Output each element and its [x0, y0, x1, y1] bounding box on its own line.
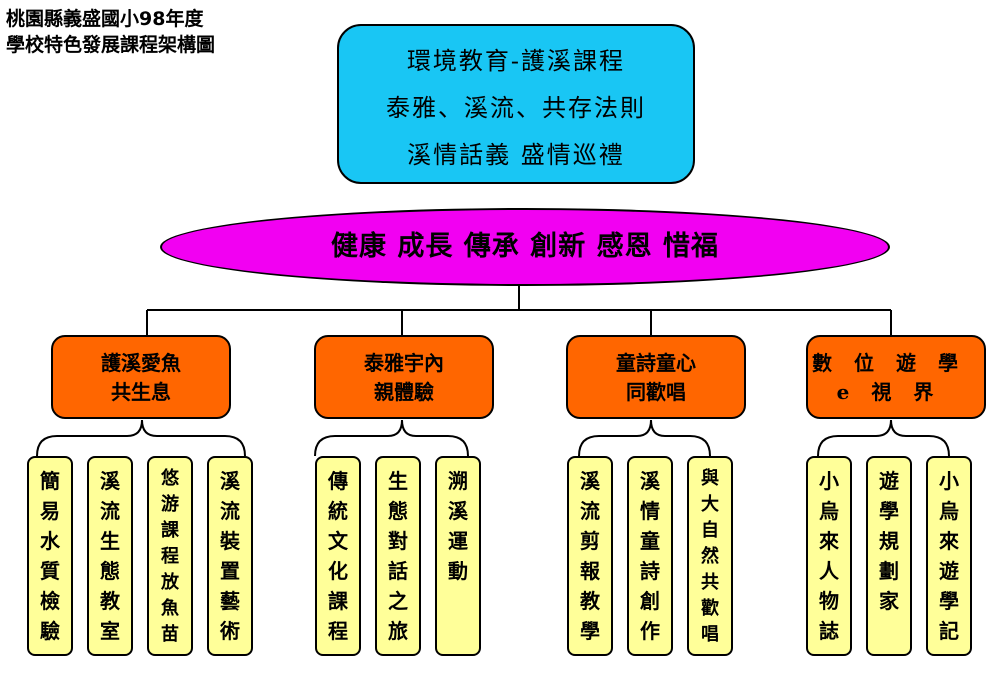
caption-line-1: 桃園縣義盛國小98年度 — [6, 8, 204, 30]
leaf-box-2-2: 生態對話之旅 — [375, 456, 421, 656]
leaf-box-3-3: 與大自然共歡唱 — [687, 456, 733, 656]
leaf-label-4-1: 小烏來人物誌 — [819, 469, 839, 643]
caption-line-2: 學校特色發展課程架構圖 — [6, 34, 216, 56]
top-line-2: 泰雅、溪流、共存法則 — [386, 94, 646, 122]
category-box-1: 護溪愛魚 共生息 — [51, 335, 231, 419]
leaf-label-1-4: 溪流裝置藝術 — [220, 469, 240, 643]
leaf-box-4-1: 小烏來人物誌 — [806, 456, 852, 656]
brace-cat-1 — [36, 419, 246, 457]
leaf-label-4-3: 小烏來遊學記 — [939, 469, 959, 643]
category-3-line-2: 同歡唱 — [626, 380, 686, 404]
category-1-line-2: 共生息 — [111, 380, 171, 404]
category-2-line-2: 親體驗 — [374, 380, 434, 404]
brace-cat-4 — [817, 419, 950, 457]
core-values-ellipse: 健康 成長 傳承 創新 感恩 惜福 — [160, 208, 890, 286]
leaf-label-3-1: 溪流剪報教學 — [580, 469, 600, 643]
top-theme-box: 環境教育-護溪課程 泰雅、溪流、共存法則 溪情話義 盛情巡禮 — [337, 24, 695, 184]
diagram-caption: 桃園縣義盛國小98年度 學校特色發展課程架構圖 — [6, 6, 215, 58]
leaf-box-3-1: 溪流剪報教學 — [567, 456, 613, 656]
leaf-box-1-3: 悠游課程放魚苗 — [147, 456, 193, 656]
leaf-label-4-2: 遊學規劃家 — [879, 469, 899, 613]
leaf-label-2-3: 溯溪運動 — [448, 469, 468, 583]
leaf-box-1-2: 溪流生態教室 — [87, 456, 133, 656]
category-4-line-1: 數位遊學 — [812, 351, 980, 375]
category-box-4: 數位遊學 e視界 — [806, 335, 986, 419]
leaf-box-2-1: 傳統文化課程 — [315, 456, 361, 656]
leaf-label-1-2: 溪流生態教室 — [100, 469, 120, 643]
leaf-box-4-2: 遊學規劃家 — [866, 456, 912, 656]
category-2-line-1: 泰雅宇內 — [364, 351, 444, 375]
leaf-label-2-2: 生態對話之旅 — [388, 469, 408, 643]
category-1-line-1: 護溪愛魚 — [101, 351, 181, 375]
category-3-line-1: 童詩童心 — [616, 351, 696, 375]
category-box-3: 童詩童心 同歡唱 — [566, 335, 746, 419]
leaf-box-2-3: 溯溪運動 — [435, 456, 481, 656]
leaf-label-1-1: 簡易水質檢驗 — [40, 469, 60, 643]
leaf-box-1-4: 溪流裝置藝術 — [207, 456, 253, 656]
leaf-label-2-1: 傳統文化課程 — [328, 469, 348, 643]
category-box-2: 泰雅宇內 親體驗 — [314, 335, 494, 419]
brace-cat-3 — [578, 419, 711, 457]
top-line-3: 溪情話義 盛情巡禮 — [407, 141, 625, 169]
leaf-label-3-3: 與大自然共歡唱 — [701, 468, 719, 645]
brace-cat-2 — [314, 419, 469, 457]
category-4-line-2: e視界 — [836, 380, 956, 404]
top-line-1: 環境教育-護溪課程 — [406, 47, 626, 75]
leaf-box-4-3: 小烏來遊學記 — [926, 456, 972, 656]
leaf-box-3-2: 溪情童詩創作 — [627, 456, 673, 656]
leaf-label-1-3: 悠游課程放魚苗 — [161, 468, 179, 645]
leaf-box-1-1: 簡易水質檢驗 — [27, 456, 73, 656]
leaf-label-3-2: 溪情童詩創作 — [640, 469, 660, 643]
